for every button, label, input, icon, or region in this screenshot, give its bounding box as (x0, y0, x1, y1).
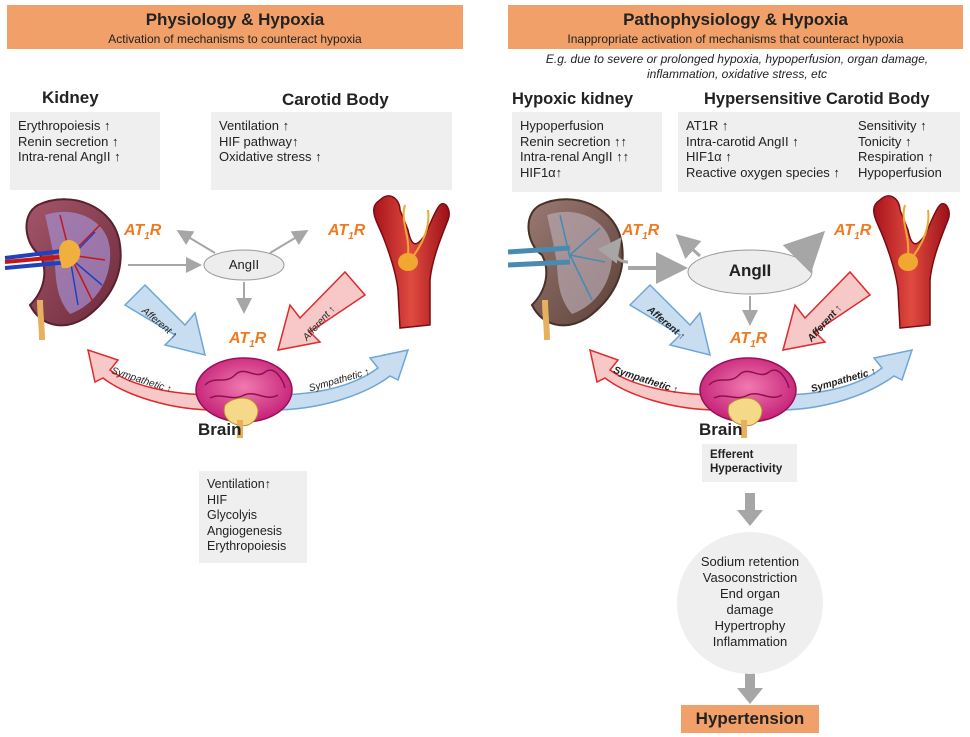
at1r-label-kidney-left: AT1R (124, 222, 162, 243)
effect-item: Hypoperfusion (858, 164, 942, 180)
outcome-item: Vasoconstriction (702, 570, 798, 585)
effect-item: AT1R ↑ (686, 118, 729, 133)
effect-item: Respiration ↑ (858, 149, 934, 164)
right-subtitle: Inappropriate activation of mechanisms t… (567, 32, 904, 46)
effect-item: Sensitivity ↑ (858, 118, 927, 133)
carotid-label-left: Carotid Body (282, 90, 389, 109)
brain-label-right: Brain (699, 420, 743, 439)
brain-illustration-left (195, 357, 293, 438)
at1r-label-brain-left: AT1R (229, 330, 267, 351)
effect-item: Ventilation ↑ (219, 118, 290, 133)
at1r-label-carotid-right: AT1R (834, 222, 872, 243)
kidney-label-left: Kidney (42, 88, 99, 107)
kidney-effects-left: Erythropoiesis ↑ Renin secretion ↑ Intra… (10, 112, 160, 190)
brain-label-left: Brain (198, 420, 242, 439)
sympathetic-arrow-right-carotid (777, 348, 914, 411)
effect-item: Glycolyis (207, 508, 258, 522)
outcomes-circle: Sodium retention Vasoconstriction End or… (677, 532, 823, 674)
right-title: Pathophysiology & Hypoxia (623, 10, 848, 29)
effect-item: Renin secretion ↑ (18, 133, 119, 149)
outcome-item: End organ (720, 586, 780, 601)
outcome-item: damage (726, 602, 774, 617)
carotid-illustration-left (373, 195, 450, 329)
outcome-item: Sodium retention (700, 554, 800, 569)
right-header: Pathophysiology & Hypoxia Inappropriate … (508, 5, 963, 49)
afferent-arrow-left-carotid (276, 270, 367, 351)
sympathetic-arrow-left-carotid (271, 348, 410, 411)
afferent-arrow-left-kidney (123, 283, 207, 357)
angii-node-left (203, 249, 285, 281)
carotid-effects-col-b: Sensitivity ↑ Tonicity ↑ Respiration ↑ H… (858, 118, 942, 180)
effect-item: Erythropoiesis (207, 539, 287, 553)
effect-item: HIF1α ↑ (686, 149, 732, 164)
effect-item: Renin secretion ↑↑ (520, 133, 627, 149)
effect-item: Intra-carotid AngII ↑ (686, 133, 799, 149)
effect-item: Tonicity ↑ (858, 133, 912, 149)
effect-item: Angiogenesis (207, 523, 283, 538)
kidney-effects-right: Hypoperfusion Renin secretion ↑↑ Intra-r… (512, 112, 662, 192)
kidney-illustration-left (4, 198, 122, 341)
kidney-label-right: Hypoxic kidney (512, 90, 634, 108)
carotid-illustration-right (873, 195, 950, 329)
sympathetic-arrow-right-kidney (588, 348, 719, 411)
effect-item: Ventilation↑ (207, 477, 271, 491)
angii-arrows-left (128, 229, 309, 314)
right-note: E.g. due to severe or prolonged hypoxia,… (545, 52, 929, 81)
sympathetic-arrow-left-kidney (86, 348, 216, 411)
efferent-box: Efferent Hyperactivity (702, 444, 797, 482)
afferent-arrow-right-carotid (781, 270, 872, 351)
angii-arrows-right (597, 230, 826, 326)
effect-item: Intra-renal AngII ↑ (18, 149, 121, 164)
effect-item: Oxidative stress ↑ (219, 149, 322, 164)
carotid-label-right: Hypersensitive Carotid Body (704, 90, 930, 108)
down-arrows-right (737, 493, 763, 704)
angii-label-left: AngII (228, 257, 260, 272)
carotid-effects-col-a: AT1R ↑ Intra-carotid AngII ↑ HIF1α ↑ Rea… (686, 118, 840, 180)
effect-item: Intra-renal AngII ↑↑ (520, 149, 630, 164)
effect-item: HIF (207, 492, 228, 507)
effect-item: Erythropoiesis ↑ (18, 118, 111, 133)
effect-item: HIF pathway↑ (219, 133, 299, 149)
effect-item: Reactive oxygen species ↑ (686, 164, 840, 180)
at1r-label-kidney-right: AT1R (622, 222, 660, 243)
outcome-item: Hypertrophy (714, 618, 786, 633)
effect-item: HIF1α↑ (520, 164, 563, 180)
carotid-effects-left: Ventilation ↑ HIF pathway↑ Oxidative str… (211, 112, 452, 190)
at1r-label-brain-right: AT1R (730, 330, 768, 351)
hypertension-box: Hypertension (681, 705, 819, 733)
at1r-label-carotid-left: AT1R (328, 222, 366, 243)
brain-illustration-right (699, 357, 797, 438)
angii-label-right: AngII (728, 261, 772, 280)
brain-effects-left: Ventilation↑ HIF Glycolyis Angiogenesis … (199, 471, 307, 563)
kidney-illustration-right (507, 198, 624, 341)
carotid-effects-right: AT1R ↑ Intra-carotid AngII ↑ HIF1α ↑ Rea… (678, 112, 960, 192)
left-title: Physiology & Hypoxia (145, 10, 325, 29)
outcome-item: Inflammation (712, 634, 788, 649)
left-header: Physiology & Hypoxia Activation of mecha… (7, 5, 463, 49)
afferent-arrow-right-kidney (628, 283, 712, 357)
left-subtitle: Activation of mechanisms to counteract h… (108, 32, 362, 46)
effect-item: Hypoperfusion (520, 118, 604, 133)
